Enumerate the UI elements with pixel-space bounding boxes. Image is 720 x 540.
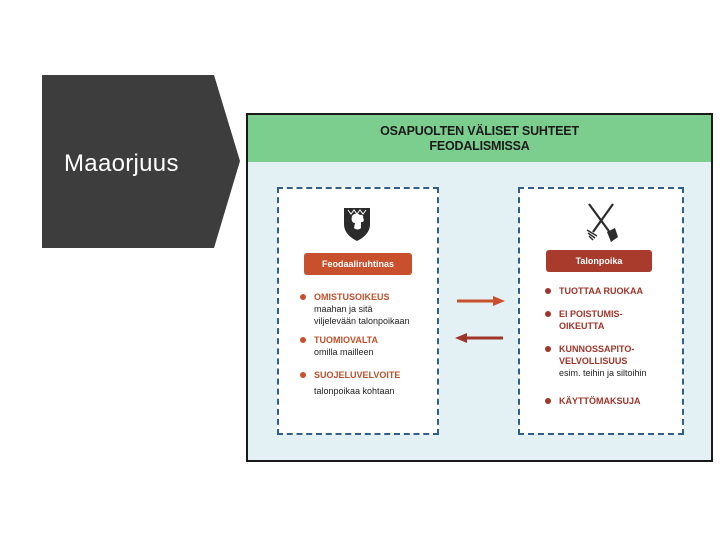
peasant-item-title: KÄYTTÖMAKSUJA (559, 396, 641, 406)
bullet-icon (545, 346, 551, 352)
lord-item-text: maahan ja sitä (314, 304, 373, 314)
figure-title-line-1: OSAPUOLTEN VÄLISET SUHTEET (380, 124, 579, 138)
lord-item-title: TUOMIOVALTA (314, 335, 378, 345)
bullet-icon (545, 311, 551, 317)
figure-title-line-2: FEODALISMISSA (429, 139, 530, 153)
tools-icon (586, 203, 618, 242)
peasant-item-text: esim. teihin ja siltoihin (559, 368, 647, 378)
lord-panel: Feodaaliruhtinas OMISTUSOIKEUS maahan ja… (277, 187, 439, 435)
peasant-item-food: TUOTTAA RUOKAA (545, 285, 643, 297)
peasant-item-fees: KÄYTTÖMAKSUJA (545, 395, 641, 407)
lord-item-text: talonpoikaa kohtaan (314, 386, 395, 396)
arrow-right-icon (457, 296, 505, 306)
bullet-icon (545, 288, 551, 294)
figure-title: OSAPUOLTEN VÄLISET SUHTEET FEODALISMISSA (248, 124, 711, 154)
lord-item-jurisdiction: TUOMIOVALTA omilla mailleen (300, 334, 378, 358)
peasant-item-title: OIKEUTTA (559, 321, 605, 331)
peasant-panel: Talonpoika TUOTTAA RUOKAA EI POISTUMIS- … (518, 187, 684, 435)
lord-item-text: viljelevään talonpoikaan (314, 316, 410, 326)
peasant-item-maintenance: KUNNOSSAPITO- VELVOLLISUUS esim. teihin … (545, 343, 647, 379)
bullet-icon (300, 372, 306, 378)
figure-header (248, 115, 711, 162)
bullet-icon (545, 398, 551, 404)
feudal-relations-figure: OSAPUOLTEN VÄLISET SUHTEET FEODALISMISSA… (246, 113, 713, 462)
slide-title: Maaorjuus (64, 150, 179, 177)
peasant-item-title: KUNNOSSAPITO- (559, 344, 635, 354)
peasant-label: Talonpoika (546, 250, 652, 272)
lord-label: Feodaaliruhtinas (304, 253, 412, 275)
lord-item-title: OMISTUSOIKEUS (314, 292, 390, 302)
title-banner-shape (42, 75, 240, 248)
peasant-item-title: EI POISTUMIS- (559, 309, 623, 319)
title-banner (42, 75, 240, 248)
arrow-left-icon (455, 333, 503, 343)
lord-item-protection: SUOJELUVELVOITE talonpoikaa kohtaan (300, 369, 401, 397)
bullet-icon (300, 294, 306, 300)
lord-item-title: SUOJELUVELVOITE (314, 370, 401, 380)
peasant-item-title: TUOTTAA RUOKAA (559, 286, 643, 296)
lord-item-text: omilla mailleen (314, 347, 374, 357)
bullet-icon (300, 337, 306, 343)
peasant-item-title: VELVOLLISUUS (559, 356, 628, 366)
coat-of-arms-icon (344, 208, 370, 241)
lord-item-ownership: OMISTUSOIKEUS maahan ja sitä viljelevään… (300, 291, 410, 327)
peasant-item-no-leave: EI POISTUMIS- OIKEUTTA (545, 308, 623, 332)
